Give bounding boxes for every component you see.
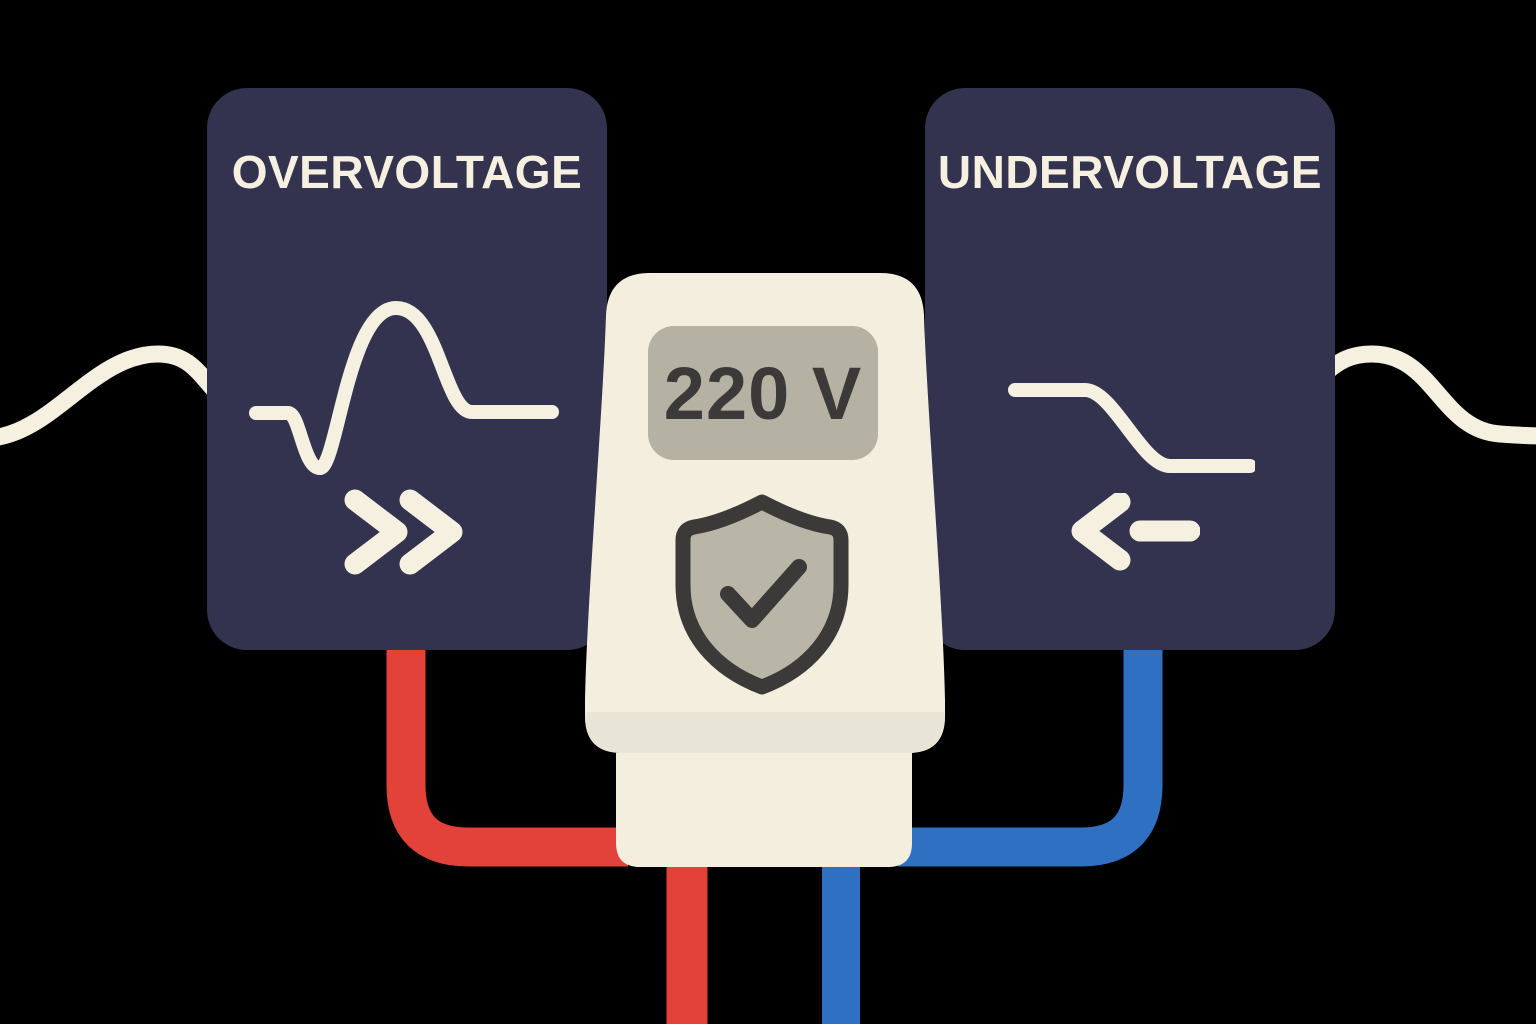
voltage-display: 220 V [648,326,878,460]
step-down-wave-icon [1008,383,1255,473]
chevron-left-dash-icon [1071,493,1200,571]
voltage-protector-device: 220 V [585,270,945,870]
checkmark-icon [720,559,807,628]
undervoltage-panel: UNDERVOLTAGE [925,88,1335,650]
incoming-wave-left-icon [0,345,225,446]
shield-outline [675,494,849,695]
spike-wave-icon [249,301,559,475]
double-chevron-right-icon [344,489,463,575]
device-bottom-band [585,712,945,753]
red-cable-left [386,642,628,867]
overvoltage-title: OVERVOLTAGE [231,146,583,198]
voltage-value: 220 V [663,351,863,435]
blue-cable-right [898,642,1163,867]
device-neck [616,753,912,867]
overvoltage-panel: OVERVOLTAGE [207,88,607,650]
outgoing-wave-right-icon [1311,345,1536,445]
undervoltage-title: UNDERVOLTAGE [937,146,1323,198]
shield-check-icon [675,494,849,695]
